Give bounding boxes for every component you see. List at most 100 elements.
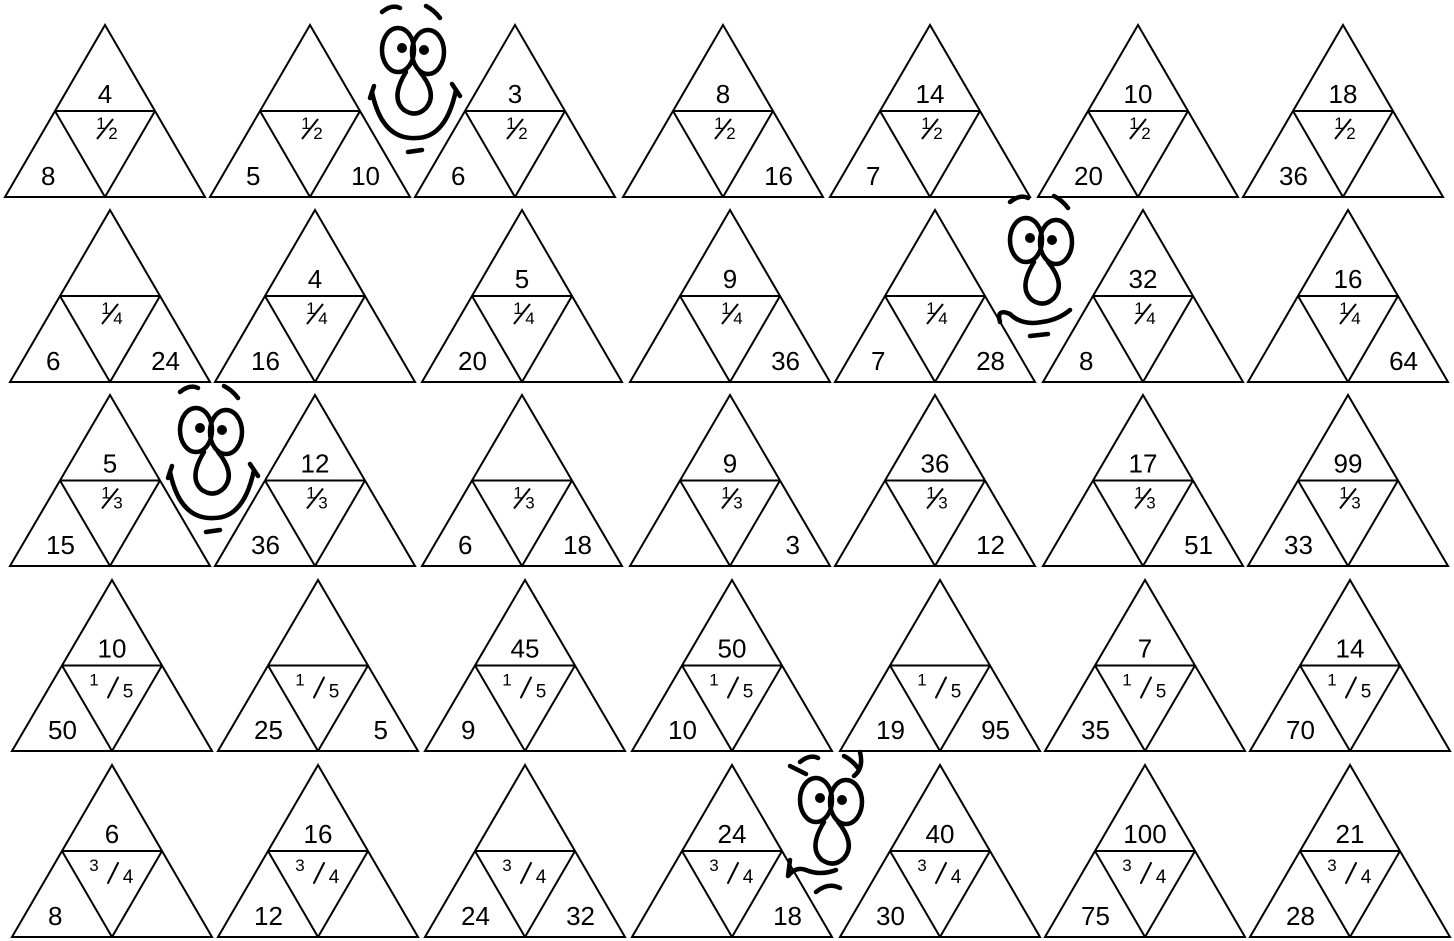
top-cell-value: 50 xyxy=(718,634,747,664)
left-cell-value: 15 xyxy=(46,530,75,560)
right-cell-value: 95 xyxy=(981,715,1010,745)
fraction-denominator: 4 xyxy=(113,309,122,328)
fraction-triangle: 2551/515 xyxy=(218,580,418,751)
left-cell-value: 16 xyxy=(251,346,280,376)
triangle-inner-right-edge xyxy=(1350,666,1400,752)
fraction-label: 3/434 xyxy=(1122,856,1166,888)
right-cell-value: 36 xyxy=(771,346,800,376)
fraction-numerator: 1 xyxy=(502,671,511,690)
top-cell-value: 16 xyxy=(304,819,333,849)
fraction-triangle: 4591/515 xyxy=(425,580,625,751)
fraction-triangle: 481/212 xyxy=(5,25,205,197)
top-cell-value: 40 xyxy=(926,819,955,849)
top-cell-value: 7 xyxy=(1138,634,1152,664)
fraction-label: 1/515 xyxy=(709,671,753,703)
left-cell-value: 20 xyxy=(1074,161,1103,191)
fraction-numerator: 3 xyxy=(709,856,718,875)
fraction-triangle: 36121/313 xyxy=(835,395,1035,566)
fraction-label: 3/434 xyxy=(502,856,546,888)
left-cell-value: 8 xyxy=(41,161,55,191)
fraction-denominator: 4 xyxy=(1351,309,1360,328)
fraction-denominator: 2 xyxy=(726,124,735,143)
left-cell-value: 8 xyxy=(1079,346,1093,376)
fraction-label: 1/212 xyxy=(921,114,942,143)
top-cell-value: 17 xyxy=(1129,449,1158,479)
triangle-inner-right-edge xyxy=(112,851,162,937)
triangle-inner-right-edge xyxy=(1145,666,1195,752)
right-cell-value: 24 xyxy=(151,346,180,376)
right-cell-value: 32 xyxy=(566,901,595,931)
left-cell-value: 35 xyxy=(1081,715,1110,745)
top-cell-value: 12 xyxy=(301,449,330,479)
triangle-inner-left-edge xyxy=(682,851,732,937)
fraction-label: 1/212 xyxy=(714,114,735,143)
fraction-numerator: 1 xyxy=(89,671,98,690)
fraction-numerator: 1 xyxy=(295,671,304,690)
fraction-denominator: 3 xyxy=(1351,494,1360,513)
fraction-label: 1/212 xyxy=(1129,114,1150,143)
fraction-label: 1/515 xyxy=(89,671,133,703)
fraction-denominator: 3 xyxy=(113,494,122,513)
right-cell-value: 64 xyxy=(1389,346,1418,376)
fraction-label: 1/515 xyxy=(1122,671,1166,703)
fraction-triangle: 14701/515 xyxy=(1250,580,1450,751)
fraction-denominator: 2 xyxy=(933,124,942,143)
fraction-label: 1/313 xyxy=(1134,484,1155,513)
right-cell-value: 28 xyxy=(976,346,1005,376)
top-cell-value: 21 xyxy=(1336,819,1365,849)
fraction-triangle: 50101/515 xyxy=(632,580,832,751)
fraction-label: 1/515 xyxy=(917,671,961,703)
top-cell-value: 32 xyxy=(1129,264,1158,294)
fraction-denominator: 3 xyxy=(1146,494,1155,513)
fraction-denominator: 5 xyxy=(1156,682,1167,703)
triangle-inner-right-edge xyxy=(1145,851,1195,937)
fraction-denominator: 2 xyxy=(108,124,117,143)
right-cell-value: 3 xyxy=(786,530,800,560)
fraction-label: 3/434 xyxy=(89,856,133,888)
fraction-slash xyxy=(936,678,946,698)
triangle-inner-right-edge xyxy=(318,851,368,937)
happy-face-icon xyxy=(168,386,258,532)
top-cell-value: 8 xyxy=(716,79,730,109)
fraction-triangle: 12361/313 xyxy=(215,395,415,566)
fraction-label: 1/313 xyxy=(513,484,534,513)
left-cell-value: 7 xyxy=(871,346,885,376)
fraction-denominator: 4 xyxy=(329,867,340,888)
fraction-triangle: 40303/434 xyxy=(840,765,1040,937)
fraction-slash xyxy=(728,678,738,698)
fraction-triangle: 4161/414 xyxy=(215,210,415,382)
fraction-numerator: 1 xyxy=(1122,671,1131,690)
fraction-label: 1/414 xyxy=(926,299,947,328)
fraction-label: 1/515 xyxy=(1327,671,1371,703)
top-cell-value: 5 xyxy=(515,264,529,294)
fraction-denominator: 2 xyxy=(313,124,322,143)
fraction-label: 1/414 xyxy=(101,299,122,328)
left-cell-value: 8 xyxy=(48,901,62,931)
left-cell-value: 75 xyxy=(1081,901,1110,931)
fraction-triangle: 7351/515 xyxy=(1045,580,1245,751)
fraction-denominator: 4 xyxy=(318,309,327,328)
top-cell-value: 10 xyxy=(98,634,127,664)
fraction-label: 1/212 xyxy=(96,114,117,143)
fraction-denominator: 5 xyxy=(743,682,754,703)
worried-face-icon xyxy=(999,196,1072,336)
fraction-numerator: 3 xyxy=(502,856,511,875)
fraction-slash xyxy=(936,863,946,883)
triangle-inner-left-edge xyxy=(62,851,112,937)
left-cell-value: 30 xyxy=(876,901,905,931)
triangle-inner-right-edge xyxy=(940,851,990,937)
fraction-label: 1/313 xyxy=(101,484,122,513)
fraction-denominator: 4 xyxy=(743,867,754,888)
fraction-label: 1/313 xyxy=(721,484,742,513)
left-cell-value: 6 xyxy=(451,161,465,191)
fraction-slash xyxy=(314,678,324,698)
fraction-label: 1/212 xyxy=(506,114,527,143)
fraction-denominator: 4 xyxy=(525,309,534,328)
fraction-triangle: 683/434 xyxy=(12,765,212,937)
fraction-slash xyxy=(521,863,531,883)
fraction-label: 1/212 xyxy=(1334,114,1355,143)
top-cell-value: 16 xyxy=(1334,264,1363,294)
fraction-numerator: 1 xyxy=(917,671,926,690)
